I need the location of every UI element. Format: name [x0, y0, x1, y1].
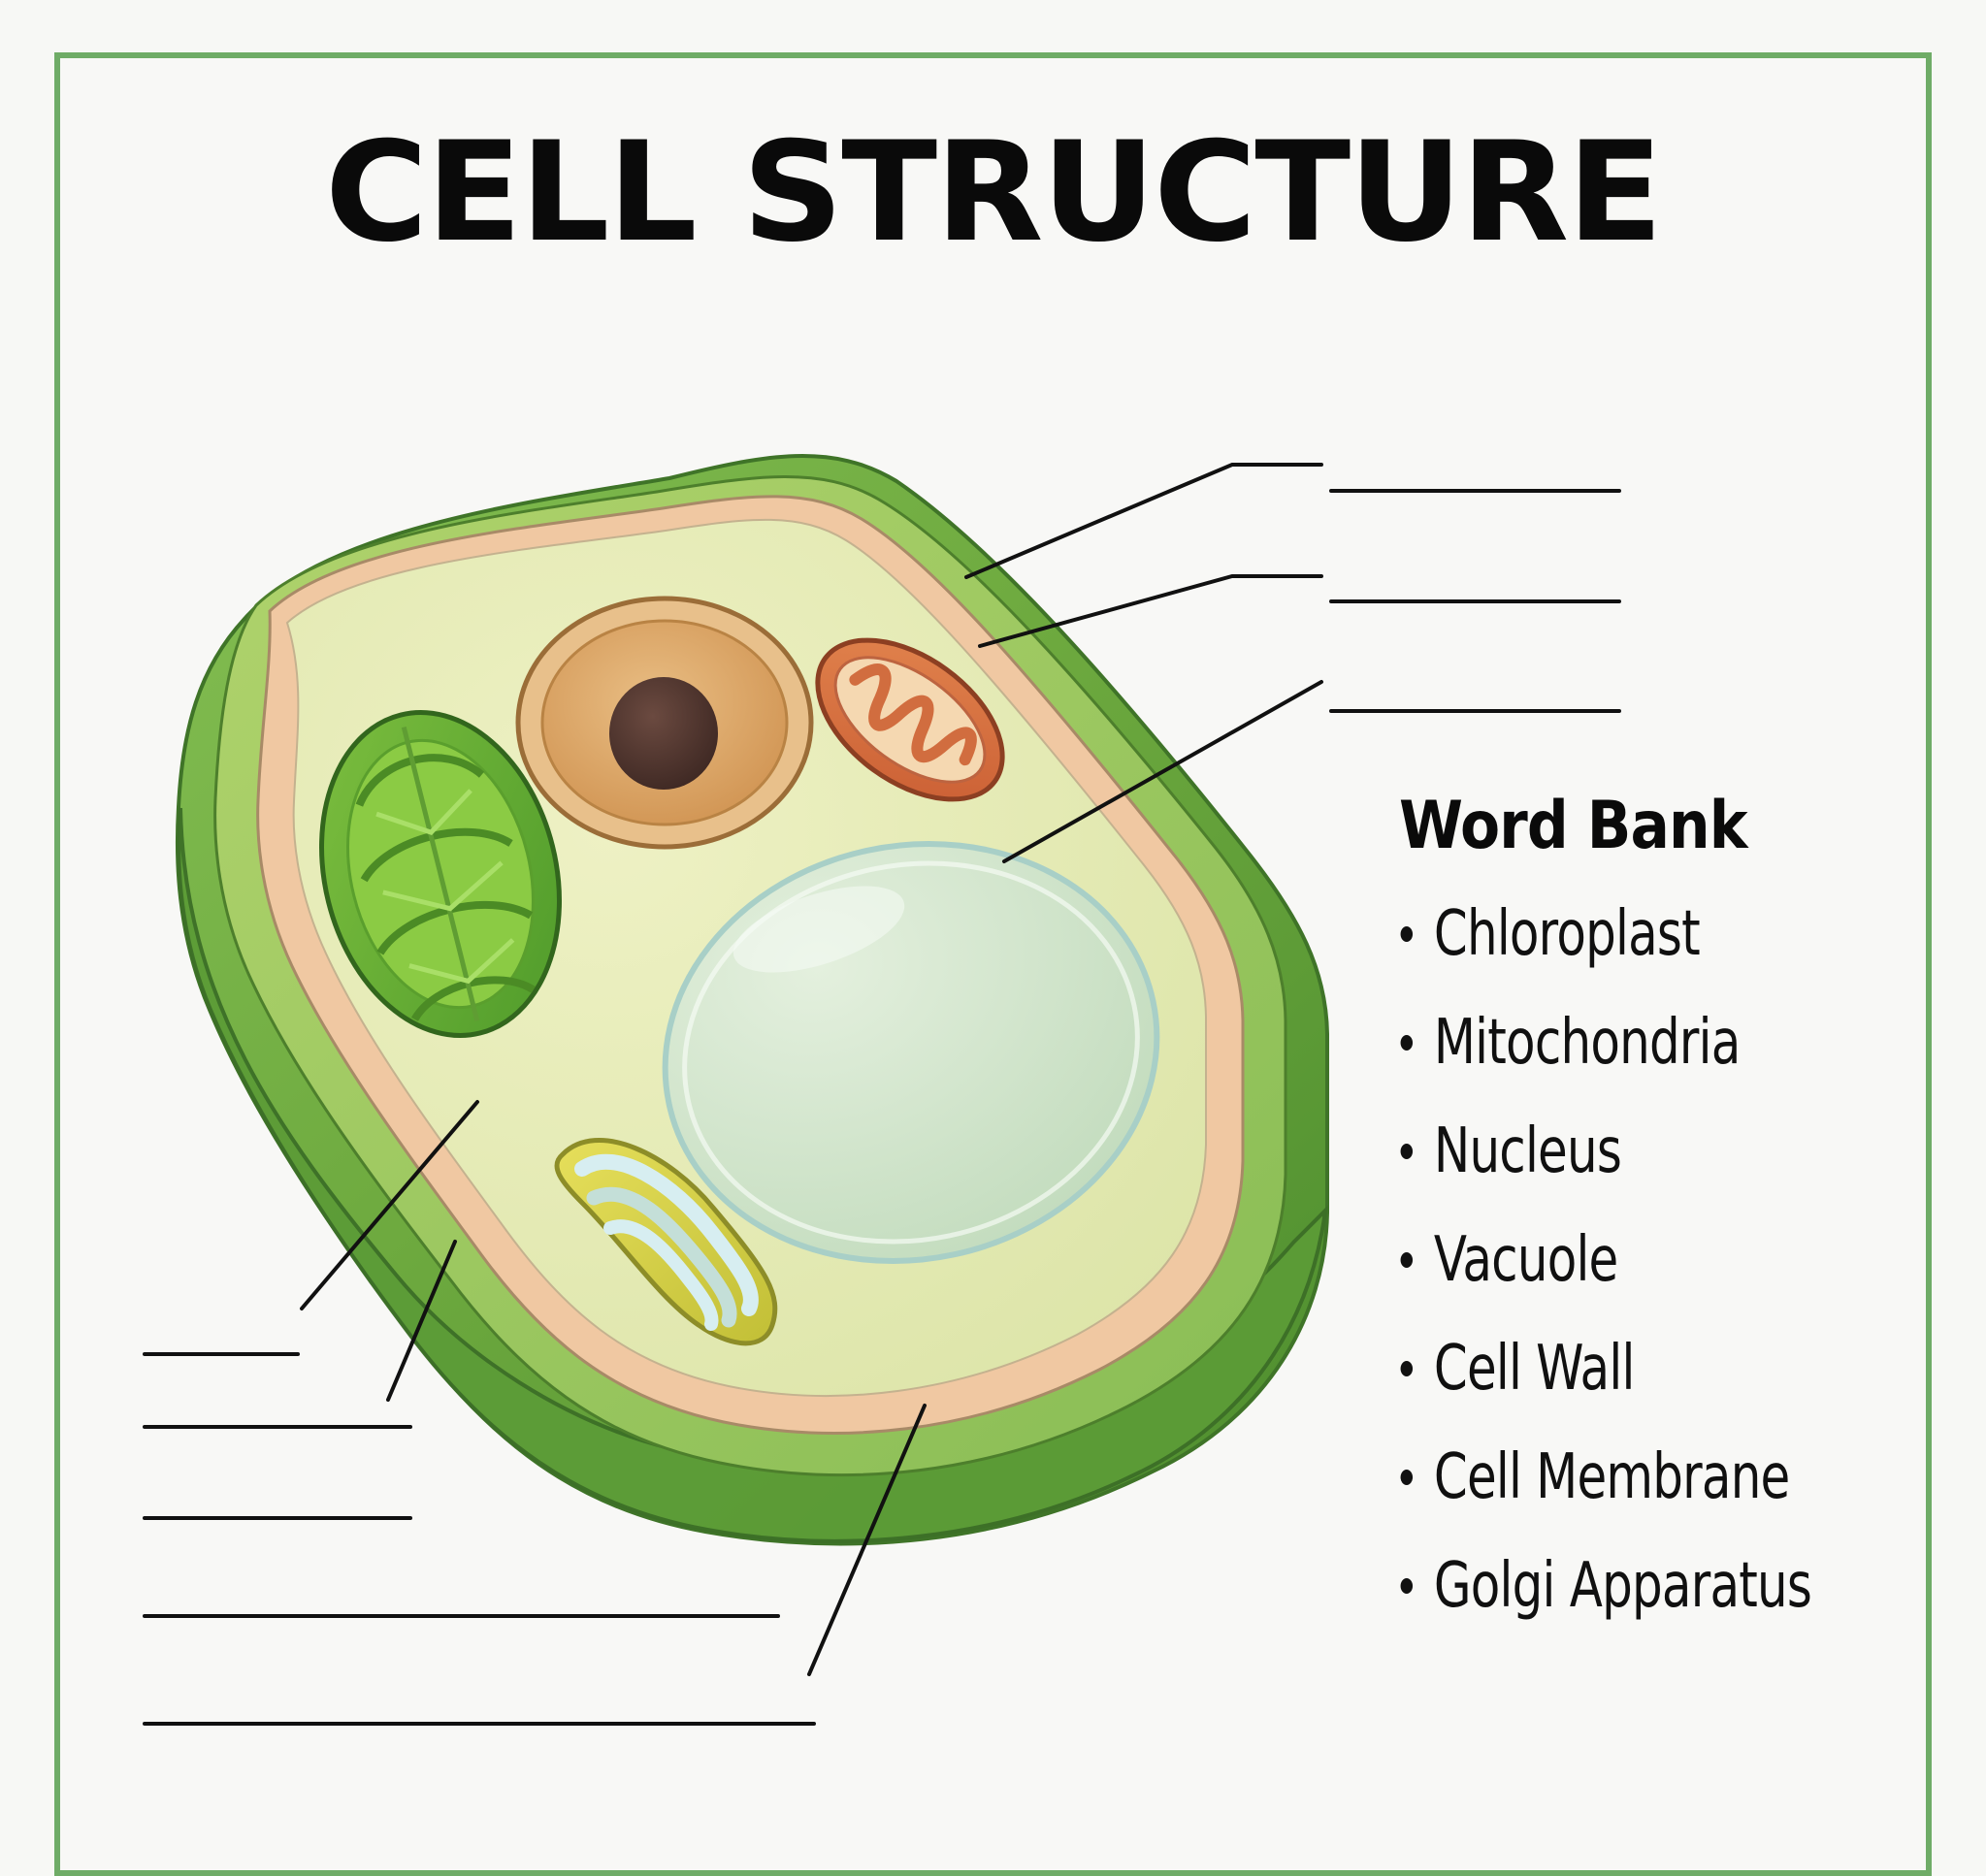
word-bank-item-vacuole: Vacuole [1399, 1206, 1807, 1314]
label-line-golgi [386, 1240, 457, 1402]
chloroplast [319, 710, 562, 1038]
word-bank: Word Bank Chloroplast Mitochondria Nucle… [1399, 788, 1923, 1640]
bullet-icon [1400, 1252, 1414, 1268]
word-bank-item-label: Cell Membrane [1433, 1441, 1790, 1513]
word-bank-title: Word Bank [1399, 788, 1748, 864]
answer-blanks [143, 489, 1621, 1726]
word-bank-item-mitochondria: Mitochondria [1399, 988, 1807, 1097]
word-bank-list: Chloroplast Mitochondria Nucleus Vacuole… [1399, 880, 1923, 1640]
word-bank-item-cell-wall: Cell Wall [1399, 1314, 1807, 1423]
word-bank-item-label: Chloroplast [1433, 898, 1701, 970]
word-bank-item-chloroplast: Chloroplast [1399, 880, 1807, 988]
label-line-cell-wall [964, 463, 1323, 579]
word-bank-item-label: Cell Wall [1433, 1333, 1635, 1405]
bullet-icon [1400, 1361, 1414, 1376]
cell-wall-side [177, 807, 1328, 1543]
vacuole [662, 841, 1160, 1264]
word-bank-item-label: Nucleus [1433, 1116, 1622, 1187]
bullet-icon [1400, 1035, 1414, 1051]
label-line-vacuole [807, 1404, 927, 1676]
label-line-cytoplasm [1002, 680, 1323, 863]
page-title: CELL STRUCTURE [324, 113, 1663, 273]
label-lines [300, 463, 1323, 1676]
word-bank-item-golgi-apparatus: Golgi Apparatus [1399, 1532, 1812, 1640]
mitochondria [815, 637, 1005, 802]
nucleus [515, 596, 814, 850]
label-line-cell-membrane [978, 574, 1323, 648]
golgi-apparatus [554, 1138, 778, 1346]
bullet-icon [1400, 926, 1414, 942]
word-bank-item-label: Mitochondria [1433, 1007, 1741, 1079]
bullet-icon [1400, 1470, 1414, 1485]
word-bank-item-label: Golgi Apparatus [1433, 1550, 1812, 1622]
bullet-icon [1400, 1144, 1414, 1159]
label-line-chloroplast [300, 1100, 479, 1310]
bullet-icon [1400, 1578, 1414, 1594]
word-bank-item-cell-membrane: Cell Membrane [1399, 1423, 1807, 1532]
word-bank-item-nucleus: Nucleus [1399, 1097, 1807, 1206]
word-bank-item-label: Vacuole [1433, 1224, 1618, 1296]
